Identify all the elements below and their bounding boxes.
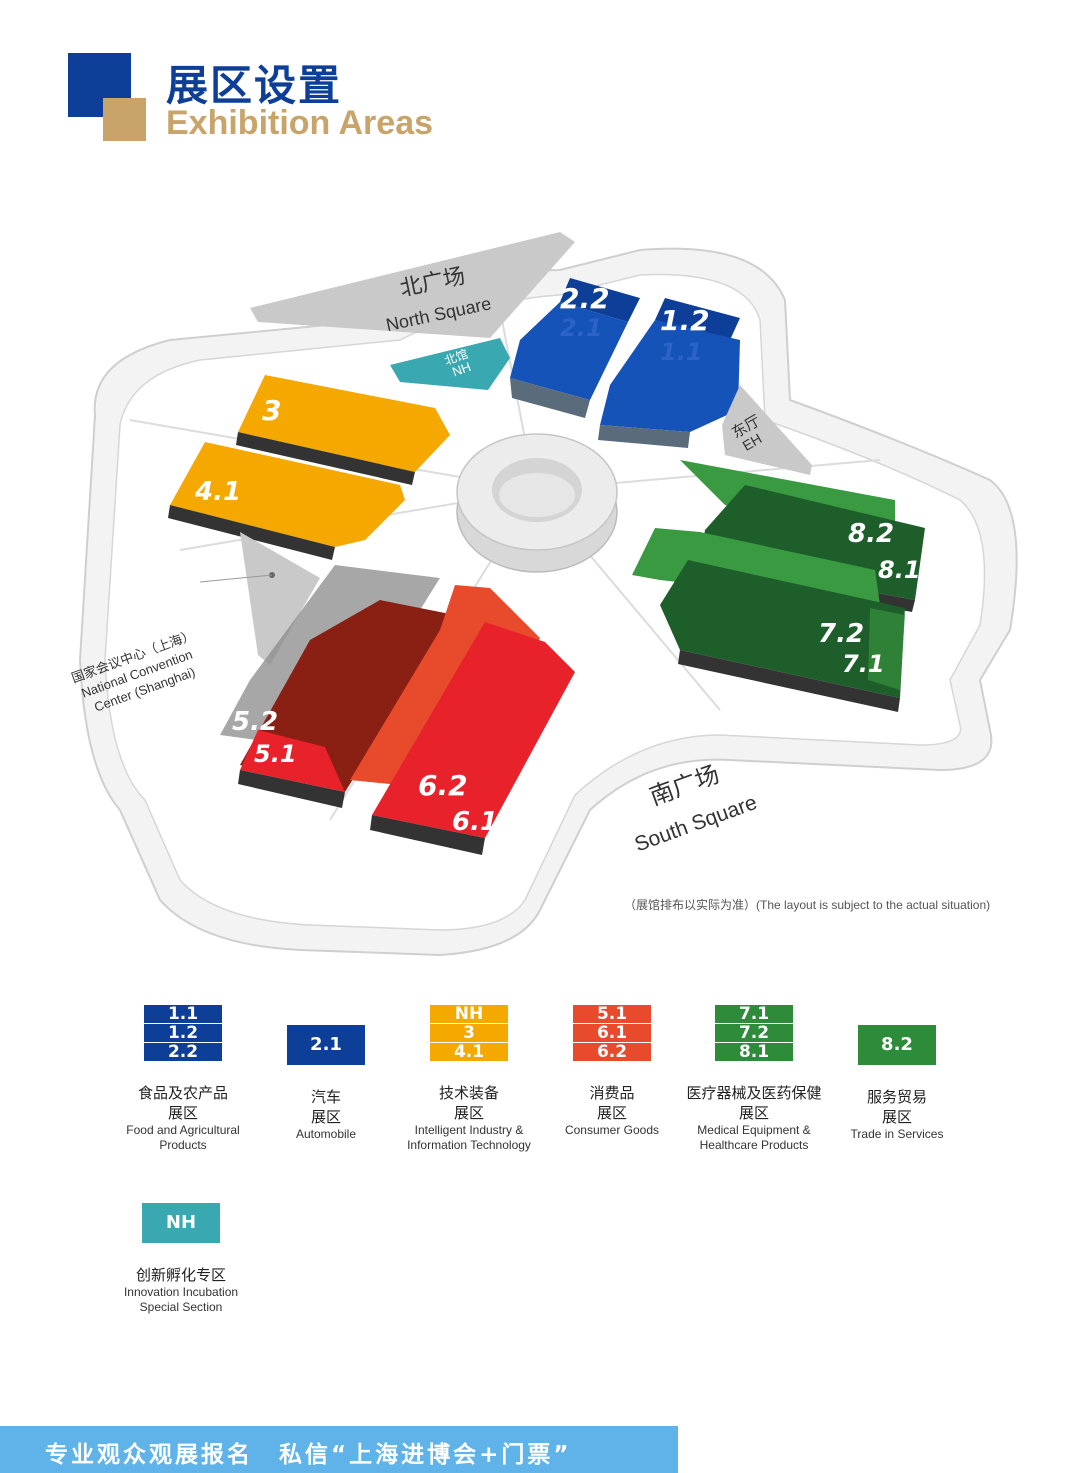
legend-consumer-goods: 5.1 6.1 6.2 消费品 展区 Consumer Goods xyxy=(527,1005,697,1138)
ncc-leader xyxy=(199,574,273,583)
hall-6-side xyxy=(370,815,485,855)
legend-en: Medical Equipment & xyxy=(697,1123,811,1137)
legend-swatch: 2.1 xyxy=(287,1025,365,1065)
hall-label-6-2: 6.2 xyxy=(418,769,468,802)
legend-cn2: 展区 xyxy=(596,1104,627,1122)
hall-3-side xyxy=(236,432,415,485)
hall-6-2 xyxy=(372,622,575,838)
hall-label-7-2: 7.2 xyxy=(818,619,864,649)
hall-5-1 xyxy=(240,730,345,792)
legend-cn: 技术装备 xyxy=(438,1084,499,1102)
exhibition-map: 北广场 North Square NH 北馆 2.2 2.1 1.2 1.1 东… xyxy=(0,210,1080,970)
hall-7-overlay xyxy=(632,528,880,605)
legend-swatch: 7.1 xyxy=(715,1005,793,1023)
hall-7 xyxy=(660,560,905,698)
legend-en: Healthcare Products xyxy=(699,1138,809,1152)
hall-label-5-1: 5.1 xyxy=(254,740,297,768)
legend-en: Intelligent Industry & xyxy=(414,1123,524,1137)
hall-label-3: 3 xyxy=(262,394,281,427)
legend-cn2: 展区 xyxy=(881,1108,912,1126)
legend-swatch: NH xyxy=(430,1005,508,1023)
legend-cn2: 展区 xyxy=(453,1104,484,1122)
hall-2-1-side xyxy=(510,378,590,418)
eh-hall xyxy=(722,385,812,475)
ncc-building xyxy=(240,532,320,665)
legend-medical-equipment: 7.1 7.2 8.1 医疗器械及医药保健 展区 Medical Equipme… xyxy=(669,1005,839,1153)
center-ring-hole-inner xyxy=(499,473,575,517)
hall-2-1 xyxy=(510,302,628,400)
legend-swatch: 7.2 xyxy=(715,1024,793,1042)
north-square xyxy=(250,232,575,338)
brand-logo xyxy=(68,53,146,141)
legend-food-agriculture: 1.1 1.2 2.2 食品及农产品 展区 Food and Agricultu… xyxy=(98,1005,268,1153)
map-note: （展馆排布以实际为准）(The layout is subject to the… xyxy=(624,898,991,912)
legend-cn: 创新孵化专区 xyxy=(135,1266,226,1284)
legend-en: Information Technology xyxy=(407,1138,531,1152)
hall-label-8-2: 8.2 xyxy=(848,519,894,549)
legend-automobile: 2.1 汽车 展区 Automobile xyxy=(241,1005,411,1142)
hall-4-1-side xyxy=(168,505,335,560)
legend-innovation-incubation: NH 创新孵化专区 Innovation Incubation Special … xyxy=(96,1183,266,1315)
legend-cn: 消费品 xyxy=(589,1084,635,1102)
legend-cn: 汽车 xyxy=(310,1088,341,1106)
legend-en: Trade in Services xyxy=(850,1127,944,1141)
hall-label-4-1: 4.1 xyxy=(194,477,241,507)
hall-label-1-2: 1.2 xyxy=(660,304,710,337)
legend-swatch: 6.1 xyxy=(573,1024,651,1042)
legend-en: Consumer Goods xyxy=(564,1123,660,1137)
nh-hall xyxy=(390,338,510,390)
legend-en: Innovation Incubation xyxy=(123,1285,239,1299)
legend-cn2: 展区 xyxy=(738,1104,769,1122)
registration-banner[interactable]: 专业观众观展报名 私信“上海进博会+门票” xyxy=(0,1426,678,1473)
banner-text: 专业观众观展报名 私信“上海进博会+门票” xyxy=(45,1442,572,1468)
hall-3 xyxy=(238,375,450,472)
hall-1-1 xyxy=(600,320,740,432)
legend-swatch: 1.1 xyxy=(144,1005,222,1023)
legend-swatch: 5.1 xyxy=(573,1005,651,1023)
hall-1-1-side xyxy=(598,425,690,448)
hall-label-2-2: 2.2 xyxy=(560,282,610,315)
legend-cn: 医疗器械及医药保健 xyxy=(686,1084,822,1102)
legend-en: Food and Agricultural xyxy=(126,1123,240,1137)
legend-trade-in-services: 8.2 服务贸易 展区 Trade in Services xyxy=(812,1005,982,1142)
hall-label-7-1: 7.1 xyxy=(842,650,885,678)
hall-label-2-1: 2.1 xyxy=(560,314,603,342)
hall-4-1 xyxy=(170,442,405,547)
legend-cn2: 展区 xyxy=(310,1108,341,1126)
logo-gold-square xyxy=(103,98,146,141)
page-title-cn: 展区设置 xyxy=(166,61,343,110)
legend-intelligent-industry: NH 3 4.1 技术装备 展区 Intelligent Industry & … xyxy=(384,1005,554,1153)
legend-swatch: 8.1 xyxy=(715,1043,793,1061)
legend-en: Special Section xyxy=(139,1300,223,1314)
map-svg: 北广场 North Square NH 北馆 2.2 2.1 1.2 1.1 东… xyxy=(69,232,1018,957)
legend-swatch: 8.2 xyxy=(858,1025,936,1065)
legend-cn: 食品及农产品 xyxy=(137,1084,228,1102)
legend-cn2: 展区 xyxy=(167,1104,198,1122)
legend-cn: 服务贸易 xyxy=(866,1088,927,1106)
legend-swatch: 2.2 xyxy=(144,1043,222,1061)
page-title-en: Exhibition Areas xyxy=(166,104,434,142)
legend-swatch: 6.2 xyxy=(573,1043,651,1061)
legend-swatch: NH xyxy=(142,1203,220,1243)
legend-en: Products xyxy=(159,1138,207,1152)
hall-7-side xyxy=(678,650,900,712)
hall-label-8-1: 8.1 xyxy=(878,556,921,584)
nh-label-cn: NH xyxy=(450,359,473,380)
hall-5-side xyxy=(238,770,345,808)
hall-1-2 xyxy=(655,298,740,340)
legend-swatch: 4.1 xyxy=(430,1043,508,1061)
legend-swatch: 1.2 xyxy=(144,1024,222,1042)
legend-swatch: 3 xyxy=(430,1024,508,1042)
hall-2-2 xyxy=(560,278,640,322)
legend-en: Automobile xyxy=(295,1127,357,1141)
hall-7-1-overlay xyxy=(868,608,905,690)
hall-label-5-2: 5.2 xyxy=(232,707,278,737)
hall-label-6-1: 6.1 xyxy=(452,807,498,837)
hall-label-1-1: 1.1 xyxy=(660,338,703,366)
